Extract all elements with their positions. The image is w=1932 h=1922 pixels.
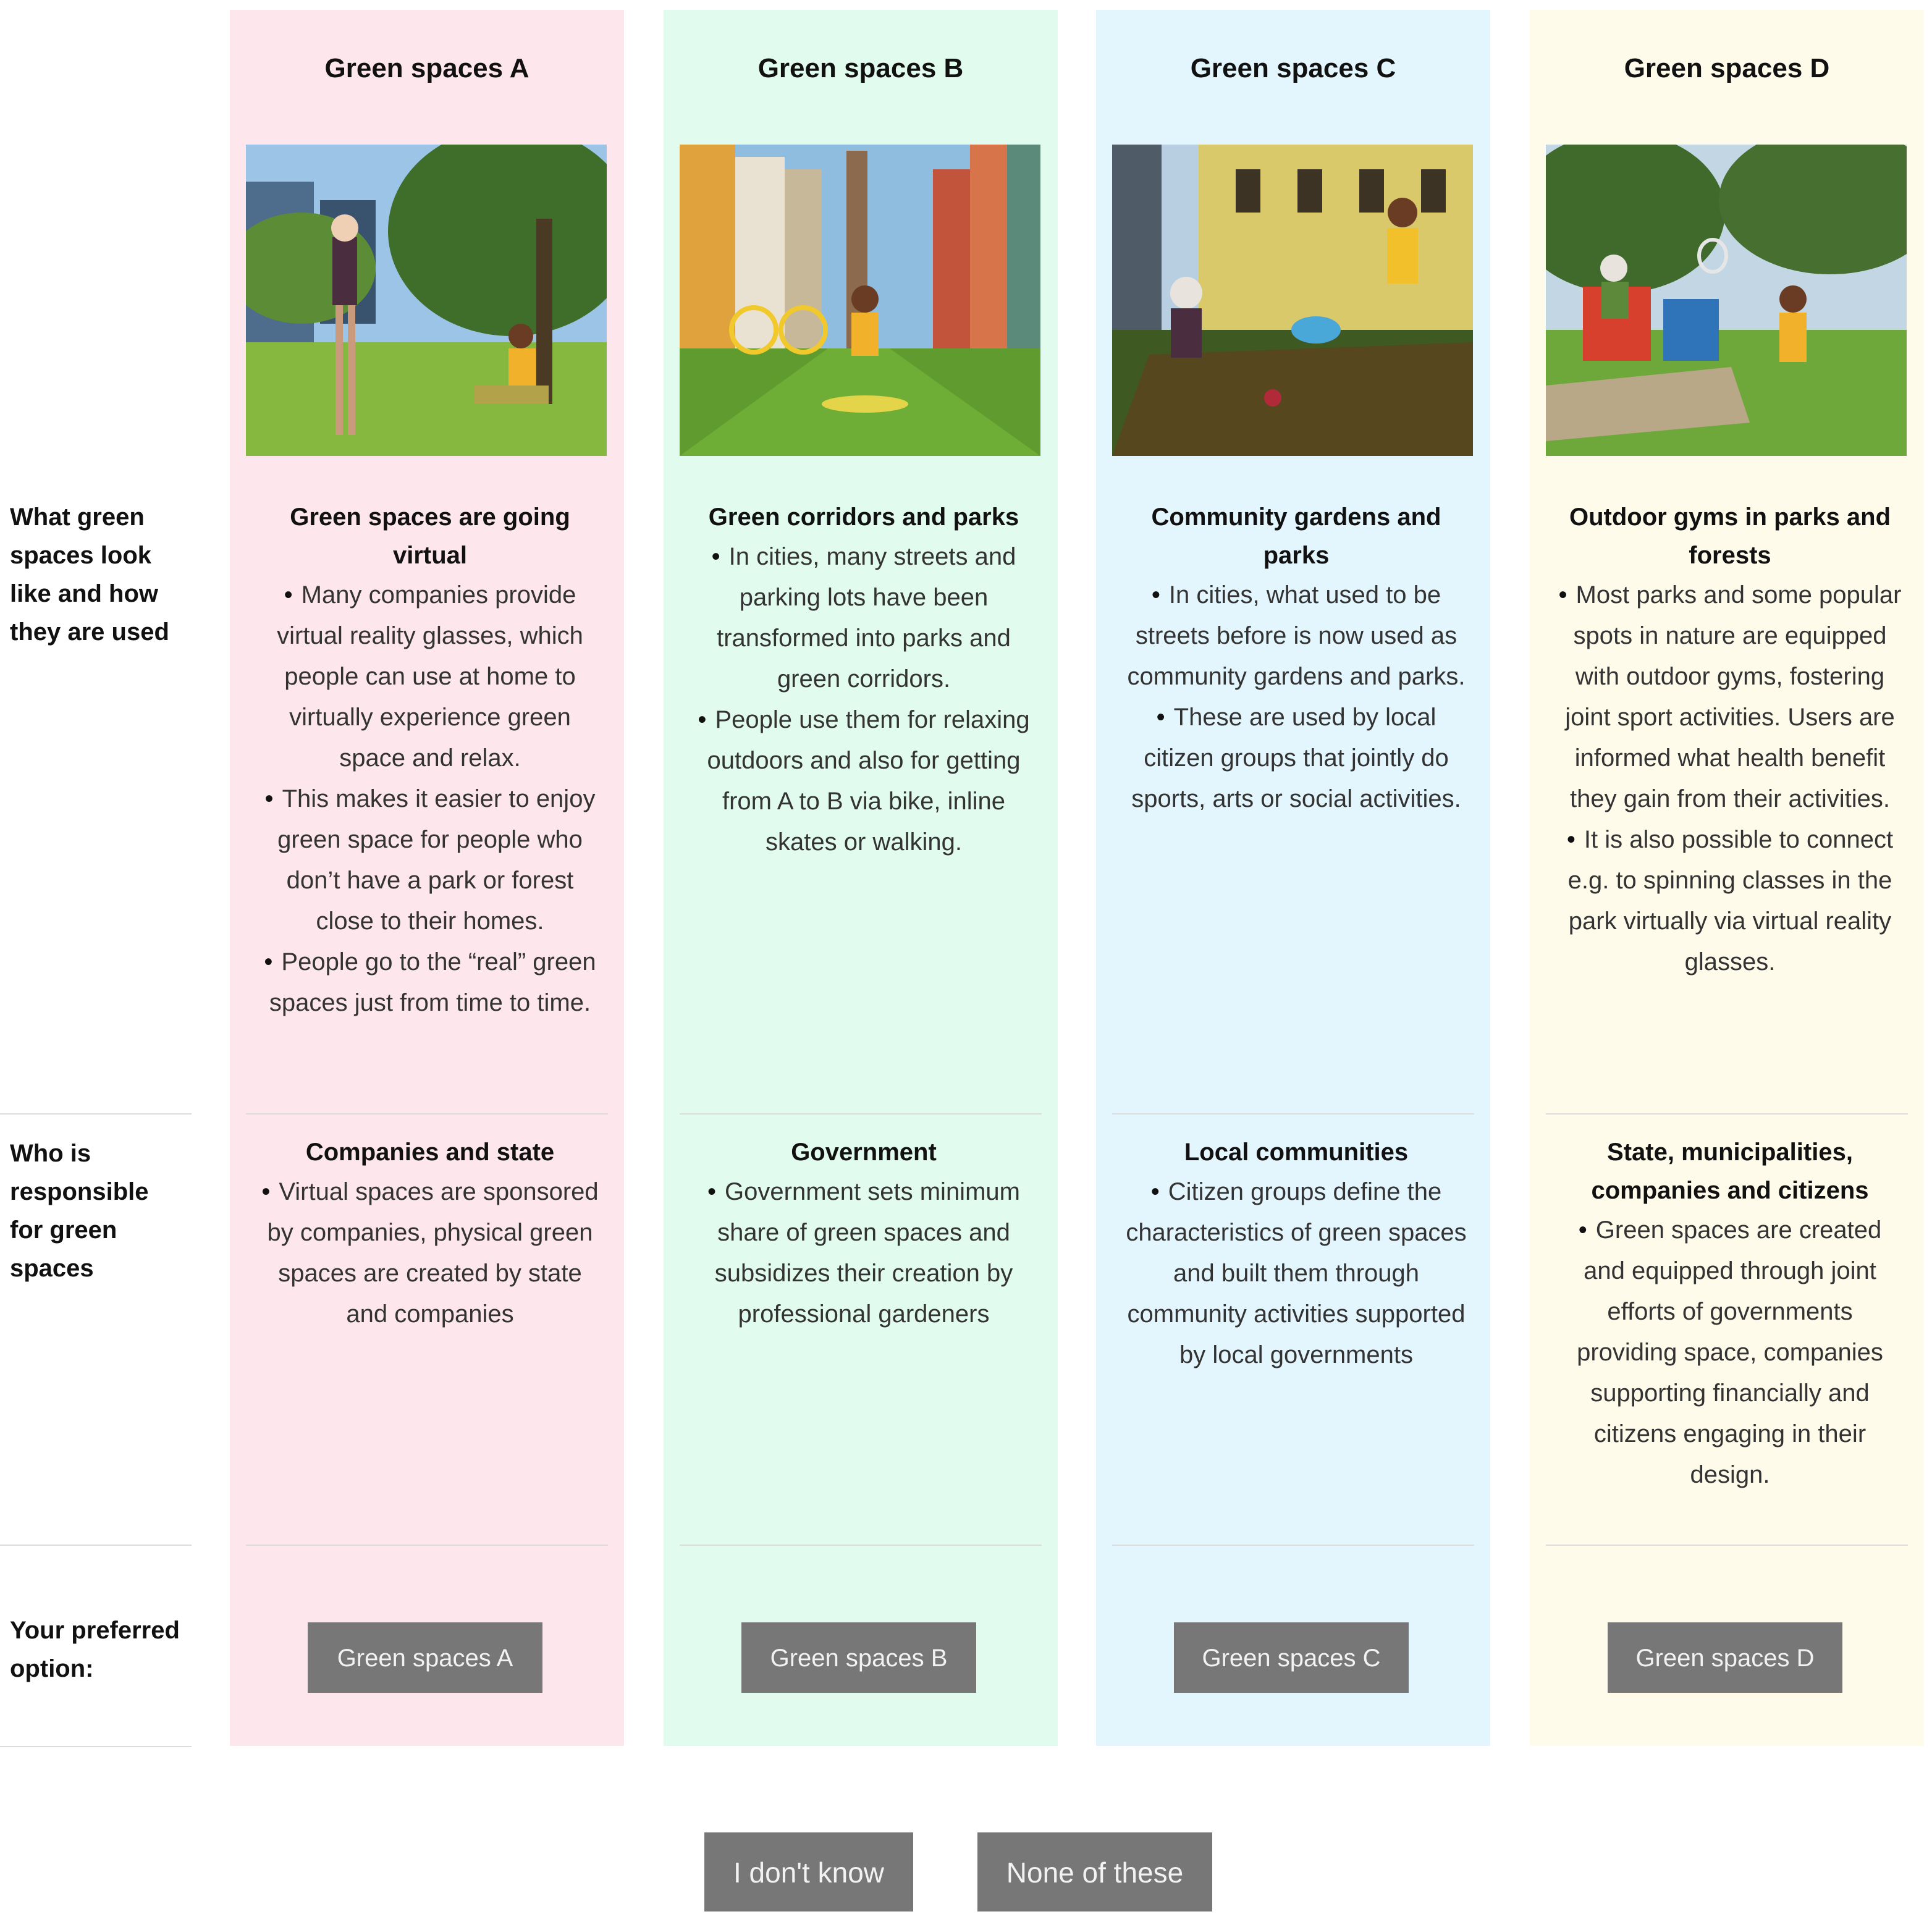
look-bullet: •Most parks and some popular spots in na…	[1558, 581, 1902, 812]
responsible-bullet: •Green spaces are created and equipped t…	[1577, 1216, 1883, 1488]
select-green-spaces-c-button[interactable]: Green spaces C	[1174, 1622, 1409, 1693]
bullet-text: Many companies provide virtual reality g…	[277, 581, 583, 772]
section-divider	[1546, 1113, 1908, 1115]
row-label-preferred: Your preferred option:	[10, 1617, 180, 1682]
select-green-spaces-a-button[interactable]: Green spaces A	[308, 1622, 542, 1693]
bullet-text: This makes it easier to enjoy green spac…	[277, 785, 596, 935]
look-bullet: •These are used by local citizen groups …	[1131, 704, 1461, 812]
row-divider	[0, 1113, 192, 1115]
section-divider	[1112, 1545, 1474, 1546]
option-column-b: Green spaces B Green corridors and parks…	[664, 10, 1058, 1746]
community-garden-illustration-icon	[1112, 145, 1473, 456]
bullet-text: It is also possible to connect e.g. to s…	[1567, 826, 1894, 976]
none-of-these-button[interactable]: None of these	[977, 1832, 1212, 1911]
row-divider	[0, 1746, 192, 1747]
section-divider	[246, 1113, 608, 1115]
row-label-look: What green spaces look like and how they…	[10, 504, 169, 646]
section-divider	[1546, 1545, 1908, 1546]
outdoor-gym-illustration-icon	[1546, 145, 1907, 456]
bullet-text: In cities, what used to be streets befor…	[1127, 581, 1466, 690]
look-bullet: •In cities, what used to be streets befo…	[1127, 581, 1466, 690]
bullet-text: Most parks and some popular spots in nat…	[1565, 581, 1902, 812]
bullet-text: Government sets minimum share of green s…	[714, 1178, 1020, 1328]
bullet-text: People use them for relaxing outdoors an…	[707, 706, 1030, 856]
bullet-text: Citizen groups define the characteristic…	[1126, 1178, 1467, 1368]
bullet-text: These are used by local citizen groups t…	[1131, 704, 1461, 812]
row-label-responsible: Who is responsible for green spaces	[10, 1140, 149, 1282]
bullet-text: Green spaces are created and equipped th…	[1577, 1216, 1883, 1488]
select-green-spaces-d-button[interactable]: Green spaces D	[1608, 1622, 1842, 1693]
look-heading: Green spaces are going virtual	[290, 504, 570, 569]
section-divider	[1112, 1113, 1474, 1115]
look-bullet: •It is also possible to connect e.g. to …	[1566, 826, 1894, 976]
responsible-heading: Companies and state	[305, 1139, 555, 1166]
bullet-text: In cities, many streets and parking lots…	[717, 543, 1016, 693]
dont-know-button[interactable]: I don't know	[704, 1832, 913, 1911]
responsible-bullet: •Citizen groups define the characteristi…	[1126, 1178, 1467, 1368]
select-green-spaces-b-button[interactable]: Green spaces B	[741, 1622, 976, 1693]
responsible-heading: State, municipalities, companies and cit…	[1591, 1139, 1869, 1204]
look-heading: Outdoor gyms in parks and forests	[1569, 504, 1891, 569]
column-title: Green spaces D	[1624, 53, 1830, 83]
green-corridor-illustration-icon	[680, 145, 1040, 456]
responsible-heading: Government	[791, 1139, 937, 1166]
column-title: Green spaces C	[1190, 53, 1396, 83]
bullet-text: Virtual spaces are sponsored by companie…	[267, 1178, 599, 1328]
option-column-d: Green spaces D Outdoor gyms in parks and…	[1530, 10, 1924, 1746]
bullet-text: People go to the “real” green spaces jus…	[269, 948, 596, 1016]
responsible-bullet: •Government sets minimum share of green …	[707, 1178, 1020, 1328]
responsible-bullet: •Virtual spaces are sponsored by compani…	[261, 1178, 599, 1328]
look-heading: Community gardens and parks	[1151, 504, 1441, 569]
look-bullet: •People go to the “real” green spaces ju…	[264, 948, 596, 1016]
responsible-heading: Local communities	[1184, 1139, 1409, 1166]
section-divider	[680, 1545, 1042, 1546]
look-bullet: •This makes it easier to enjoy green spa…	[264, 785, 596, 935]
look-bullet: •People use them for relaxing outdoors a…	[698, 706, 1030, 856]
look-bullet: •Many companies provide virtual reality …	[277, 581, 583, 772]
look-bullet: •In cities, many streets and parking lot…	[711, 543, 1016, 693]
option-column-a: Green spaces A Green spaces are going vi…	[230, 10, 624, 1746]
look-heading: Green corridors and parks	[708, 504, 1019, 531]
row-divider	[0, 1545, 192, 1546]
section-divider	[246, 1545, 608, 1546]
column-title: Green spaces B	[757, 53, 964, 83]
section-divider	[680, 1113, 1042, 1115]
option-column-c: Green spaces C Community gardens and par…	[1096, 10, 1490, 1746]
column-title: Green spaces A	[324, 53, 529, 83]
vr-park-illustration-icon	[246, 145, 607, 456]
